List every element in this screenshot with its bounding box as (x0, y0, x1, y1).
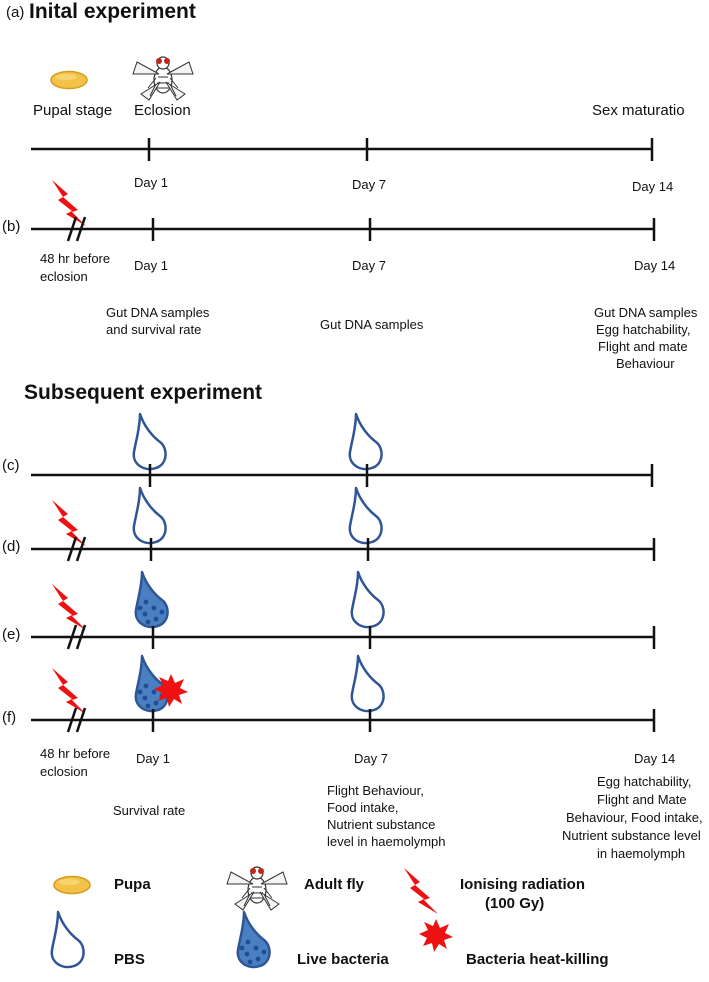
panel-label-e: (e) (2, 626, 21, 643)
timeline-e (31, 624, 656, 650)
legend-adult-fly-label: Adult fly (304, 876, 364, 893)
timeline-c (31, 464, 654, 487)
live-bacteria-drop-e-day1 (134, 570, 169, 629)
legend-live-bacteria-icon (236, 910, 271, 969)
pbs-drop-c-day1 (132, 412, 167, 471)
b-day7: Day 7 (352, 258, 386, 273)
f-day14: Day 14 (634, 751, 676, 766)
f-before-line1: 48 hr before (40, 746, 111, 761)
radiation-icon-d (52, 500, 86, 546)
f-note-day7-line4: level in haemolymph (327, 834, 446, 849)
f-note-day7-line1: Flight Behaviour, (327, 783, 424, 798)
b-note-day1-line1: Gut DNA samples (106, 305, 210, 320)
legend-pbs-icon (50, 910, 85, 969)
panel-label-b: (b) (2, 218, 21, 235)
f-note-day7-line3: Nutrient substance (327, 817, 436, 832)
panel-label-d: (d) (2, 538, 21, 555)
b-day1: Day 1 (134, 258, 168, 273)
f-note-day7-line2: Food intake, (327, 800, 399, 815)
f-day1: Day 1 (136, 751, 170, 766)
label-sex-maturation: Sex maturatio (592, 102, 685, 119)
f-note-day14-line3: Behaviour, Food intake, (566, 810, 703, 825)
radiation-icon-f (52, 668, 86, 714)
legend-heat-kill-icon (419, 919, 453, 952)
b-note-day14-line3: Flight and mate (598, 339, 688, 354)
f-before-line2: eclosion (40, 764, 88, 779)
a-day14: Day 14 (632, 179, 674, 194)
timeline-a (31, 138, 654, 161)
f-note-day14-line2: Flight and Mate (597, 792, 687, 807)
b-note-day14-line2: Egg hatchability, (596, 322, 691, 337)
f-note-day14-line4: Nutrient substance level (562, 828, 701, 843)
legend-radiation-icon (404, 868, 438, 914)
pbs-drop-f-day7 (350, 654, 385, 713)
legend-radiation-label-line1: Ionising radiation (460, 876, 586, 893)
pupa-icon (50, 70, 88, 90)
f-day7: Day 7 (354, 751, 388, 766)
b-note-day7: Gut DNA samples (320, 317, 424, 332)
panel-label-c: (c) (2, 457, 20, 474)
b-day14: Day 14 (634, 258, 676, 273)
b-note-day1-line2: and survival rate (106, 322, 202, 337)
legend-heat-kill-label: Bacteria heat-killing (466, 951, 609, 968)
pbs-drop-d-day7 (348, 486, 383, 545)
b-note-day14-line4: Behaviour (616, 356, 675, 371)
legend-pupa-icon (53, 875, 91, 895)
timeline-b (31, 216, 656, 242)
title-initial-experiment: Inital experiment (29, 0, 196, 23)
pbs-drop-e-day7 (350, 570, 385, 629)
legend-adult-fly-icon (226, 866, 288, 911)
label-pupal-stage: Pupal stage (33, 102, 113, 119)
timeline-d (31, 536, 656, 562)
panel-label-f: (f) (2, 709, 17, 726)
title-subsequent-experiment: Subsequent experiment (24, 381, 263, 404)
radiation-icon (52, 180, 86, 226)
legend-pupa-label: Pupa (114, 876, 151, 893)
timeline-f (31, 707, 656, 733)
a-day1: Day 1 (134, 175, 168, 190)
pbs-drop-c-day7 (348, 412, 383, 471)
f-note-day1: Survival rate (113, 803, 186, 818)
legend-pbs-label: PBS (114, 951, 145, 968)
b-note-day14-line1: Gut DNA samples (594, 305, 698, 320)
label-eclosion: Eclosion (134, 102, 191, 119)
adult-fly-icon (132, 56, 194, 101)
f-note-day14-line1: Egg hatchability, (597, 774, 692, 789)
legend-radiation-label-line2: (100 Gy) (485, 895, 545, 912)
f-note-day14-line5: in haemolymph (597, 846, 686, 861)
b-before-line2: eclosion (40, 269, 88, 284)
pbs-drop-d-day1 (132, 486, 167, 545)
radiation-icon-e (52, 584, 86, 630)
panel-label-a: (a) (6, 4, 25, 21)
legend-live-bacteria-label: Live bacteria (297, 951, 389, 968)
a-day7: Day 7 (352, 177, 386, 192)
b-before-line1: 48 hr before (40, 251, 111, 266)
